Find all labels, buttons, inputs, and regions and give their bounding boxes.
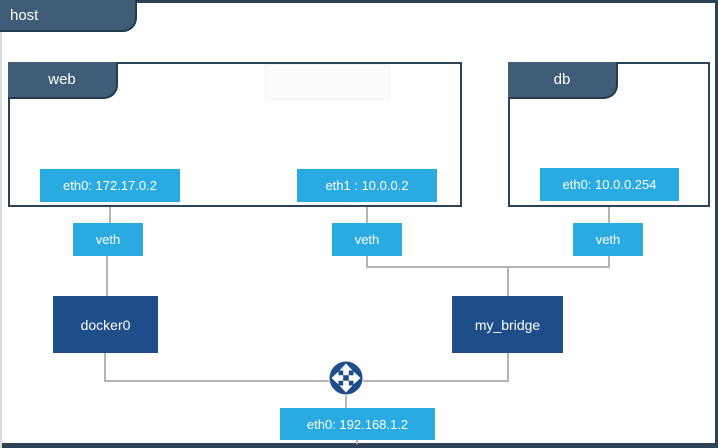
router-icon bbox=[328, 360, 364, 396]
container-db-label: db bbox=[553, 71, 571, 88]
connector-line bbox=[106, 256, 108, 296]
host-label-tab: host bbox=[0, 0, 137, 32]
connector-line bbox=[366, 200, 368, 223]
container-web-label: web bbox=[48, 71, 76, 88]
interface-host-eth0: eth0: 192.168.1.2 bbox=[280, 408, 435, 440]
veth-box-2: veth bbox=[332, 223, 402, 256]
connector-line bbox=[608, 199, 610, 223]
connector-line bbox=[104, 380, 509, 382]
connector-line bbox=[104, 353, 106, 381]
interface-web-eth0: eth0: 172.17.0.2 bbox=[40, 169, 180, 202]
bridge-docker0: docker0 bbox=[53, 296, 158, 353]
bridge-my-bridge: my_bridge bbox=[452, 296, 563, 353]
connector-line bbox=[507, 353, 509, 381]
container-web: web eth0: 172.17.0.2 eth1 : 10.0.0.2 bbox=[8, 62, 462, 207]
container-db-tab: db bbox=[508, 62, 618, 99]
connector-line bbox=[109, 200, 111, 223]
ghost-box-artifact bbox=[265, 64, 389, 100]
connector-line bbox=[366, 266, 610, 268]
host-border-right bbox=[715, 0, 718, 448]
connector-line bbox=[507, 267, 509, 296]
host-label: host bbox=[10, 6, 39, 24]
connector-line bbox=[356, 440, 358, 444]
container-web-tab: web bbox=[8, 62, 118, 99]
interface-web-eth1: eth1 : 10.0.0.2 bbox=[297, 169, 437, 202]
veth-box-3: veth bbox=[573, 223, 643, 256]
veth-box-1: veth bbox=[73, 223, 143, 256]
host-border-top bbox=[0, 0, 718, 3]
connector-line bbox=[366, 256, 368, 268]
host-border-left bbox=[0, 0, 2, 448]
container-db: db eth0: 10.0.0.254 bbox=[508, 62, 710, 207]
connector-line bbox=[608, 256, 610, 268]
host-border-bottom bbox=[0, 443, 718, 448]
interface-db-eth0: eth0: 10.0.0.254 bbox=[540, 168, 679, 201]
